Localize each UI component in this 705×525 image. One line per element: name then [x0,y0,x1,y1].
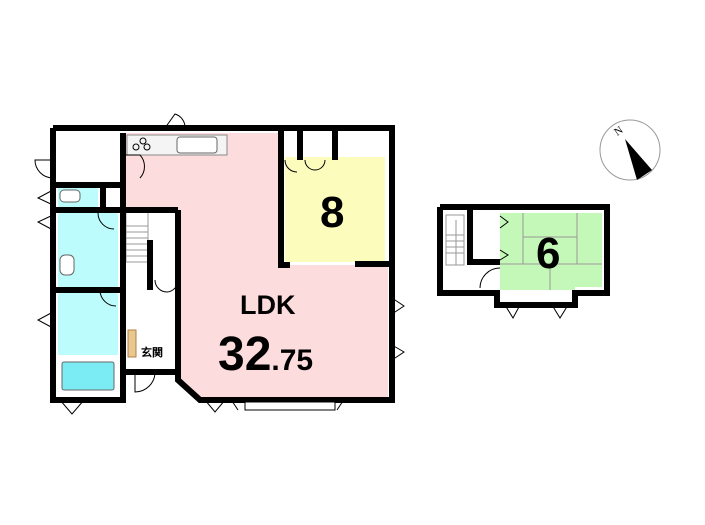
walls [50,125,395,403]
washroom [58,213,118,288]
stairs-2f [445,214,465,266]
tatami-lines [500,213,602,290]
western-room-size: 8 [320,188,344,237]
stove-icon [132,137,151,151]
bathtub [61,361,115,391]
door-swings-2f [479,215,569,320]
ldk-size-dec: .75 [271,344,313,377]
toilet-fixture-icon [59,189,81,203]
entrance-step [127,329,137,358]
japanese-room-size: 6 [536,229,560,278]
ldk-size-int: 32 [218,328,271,381]
compass: N [599,119,661,181]
sink-icon [176,136,218,154]
washbasin-icon [59,254,75,276]
bathroom [58,293,118,355]
ldk-size: 32.75 [218,328,313,381]
walls-2f [437,204,610,308]
stairs [125,211,149,263]
western-room-8 [285,157,385,262]
floor-1: LDK 32.75 8 玄関 [34,113,405,415]
entrance-label: 玄関 [141,345,163,359]
north-arrow-icon [625,139,652,180]
ldk-label: LDK [240,290,296,320]
door-swings [34,113,405,415]
floor-2: 6 [437,204,610,320]
ldk-area [125,133,388,397]
